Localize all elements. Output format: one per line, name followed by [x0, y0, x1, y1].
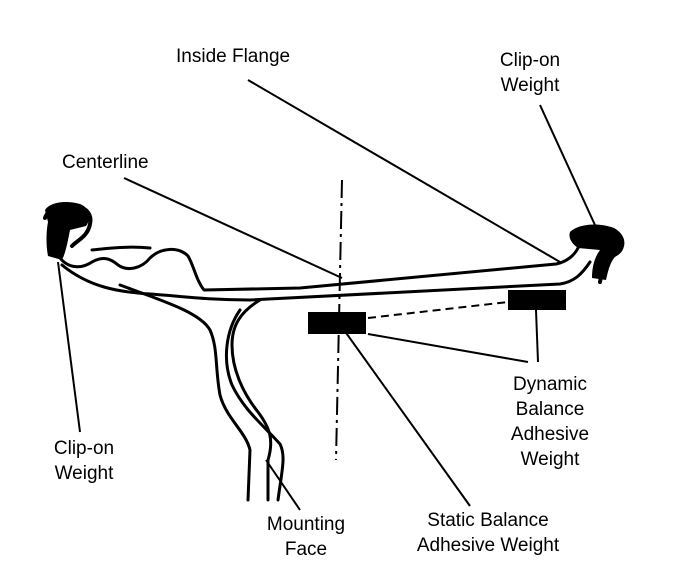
label-line: Adhesive Weight	[416, 535, 560, 556]
label-mounting-face: Mounting Face	[254, 512, 358, 562]
left-clip-on-weight	[45, 202, 90, 260]
spoke-mount	[224, 308, 285, 502]
label-line: Balance	[515, 399, 585, 420]
label-line: Clip-on	[53, 438, 115, 459]
static-balance-weight	[308, 312, 366, 334]
leader-clip-on-left	[57, 261, 81, 433]
leader-dynamic-1	[367, 333, 529, 363]
leader-centerline	[123, 177, 343, 279]
label-line: Adhesive	[510, 424, 590, 445]
label-clip-on-weight-left: Clip-on Weight	[44, 436, 124, 486]
label-static-balance: Static Balance Adhesive Weight	[400, 508, 576, 558]
label-line: Mounting	[266, 514, 346, 535]
label-line: Weight	[520, 449, 580, 470]
label-clip-on-weight-top: Clip-on Weight	[490, 48, 570, 98]
leader-dynamic-2	[535, 309, 539, 363]
label-line: Clip-on	[499, 50, 561, 71]
leader-clip-on-top	[539, 104, 601, 237]
label-line: Weight	[500, 75, 560, 96]
label-line: Face	[284, 539, 328, 560]
spoke-inner	[230, 298, 273, 502]
label-line: Dynamic	[513, 374, 587, 395]
rim-upper-line	[90, 245, 152, 252]
rim-outer-contour	[56, 234, 602, 292]
leader-inside-flange	[247, 79, 561, 263]
leader-mounting	[265, 459, 301, 511]
spoke-outer	[118, 283, 252, 502]
dashed-weight-link	[367, 301, 509, 319]
label-line: Static Balance	[427, 510, 549, 531]
centerline-axis	[335, 179, 343, 461]
label-dynamic-balance: Dynamic Balance Adhesive Weight	[500, 372, 600, 472]
label-inside-flange: Inside Flange	[176, 46, 291, 67]
rim-inner-contour	[60, 260, 592, 302]
label-centerline: Centerline	[62, 152, 149, 173]
label-line: Weight	[54, 463, 114, 484]
right-clip-on-weight	[569, 224, 624, 280]
leader-static	[343, 329, 471, 507]
dynamic-balance-weight	[508, 290, 566, 310]
